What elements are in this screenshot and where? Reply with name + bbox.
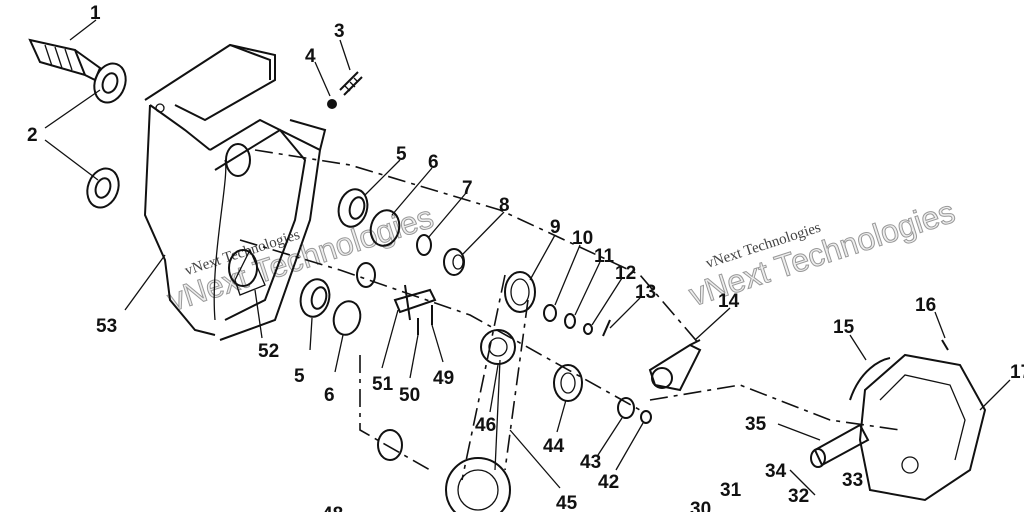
- callout-35: 35: [745, 414, 767, 435]
- washer-part-11: [564, 313, 576, 329]
- shaft-part-35: [810, 423, 870, 468]
- callout-31: 31: [720, 480, 742, 501]
- large-sprocket: [445, 457, 511, 512]
- callout-34: 34: [765, 461, 787, 482]
- ring-part-42: [640, 410, 652, 424]
- callout-44: 44: [543, 436, 565, 457]
- shaft-part-1: [28, 38, 102, 82]
- centerlines: [239, 149, 901, 471]
- oring-upper-part-6: [369, 209, 401, 247]
- callout-12: 12: [615, 263, 636, 284]
- callout-2: 2: [27, 125, 38, 146]
- washer-part-48: [377, 429, 403, 461]
- callout-33: 33: [842, 470, 863, 491]
- callout-5-lower: 5: [294, 366, 305, 387]
- gearcase-cover-part-17: [858, 353, 987, 502]
- callout-3: 3: [334, 21, 345, 42]
- washer-part-7: [416, 234, 432, 256]
- spacer-part-8: [443, 248, 465, 276]
- callout-6-upper: 6: [428, 152, 439, 173]
- gasket-part-15: [849, 357, 891, 401]
- chain-part-45: [461, 274, 529, 481]
- gearcase-housing: [143, 43, 327, 341]
- washer-part-52: [356, 262, 376, 288]
- callout-42: 42: [598, 472, 619, 493]
- callout-10: 10: [572, 228, 593, 249]
- callout-32: 32: [788, 486, 809, 507]
- callout-4: 4: [305, 46, 316, 67]
- callout-15: 15: [833, 317, 855, 338]
- callout-1: 1: [90, 3, 101, 24]
- bearing-upper-part-5: [337, 188, 369, 228]
- callout-30: 30: [690, 499, 711, 512]
- callout-48: 48: [322, 504, 343, 512]
- callout-16: 16: [915, 295, 936, 316]
- seal-part-2: [86, 62, 127, 209]
- callout-43: 43: [580, 452, 601, 473]
- callout-46: 46: [475, 415, 496, 436]
- oring-lower-part-6: [332, 300, 362, 336]
- callout-7: 7: [462, 178, 473, 199]
- washer-part-4: [327, 99, 337, 109]
- callout-9: 9: [550, 217, 561, 238]
- callout-5-upper: 5: [396, 144, 407, 165]
- callout-11: 11: [594, 246, 615, 267]
- callout-51: 51: [372, 374, 394, 395]
- callout-49: 49: [433, 368, 454, 389]
- gear-part-44: [553, 364, 583, 402]
- nut-part-12: [583, 323, 593, 335]
- callout-52: 52: [258, 341, 279, 362]
- callout-labels: 1 2 3 4 5 6 7 8 9 10 11 12 13 14 15 16 1…: [27, 3, 1024, 512]
- shift-fork-part-51: [393, 284, 437, 321]
- washer-part-43: [617, 397, 635, 419]
- pin-part-13: [602, 319, 611, 337]
- gear-part-9: [504, 271, 536, 313]
- callout-14: 14: [718, 291, 740, 312]
- leader-lines: [44, 19, 1011, 496]
- callout-50: 50: [399, 385, 420, 406]
- screw-part-3: [339, 71, 363, 96]
- washer-part-10: [543, 304, 557, 322]
- bearing-lower-part-5: [299, 278, 331, 318]
- callout-8: 8: [499, 195, 510, 216]
- callout-53: 53: [96, 316, 117, 337]
- screw-part-16: [941, 339, 949, 351]
- callout-13: 13: [635, 282, 656, 303]
- shift-arm-part-14: [648, 339, 702, 392]
- callout-17: 17: [1010, 362, 1024, 383]
- callout-6-lower: 6: [324, 385, 335, 406]
- gear-part-46: [480, 329, 516, 365]
- callout-45: 45: [556, 493, 578, 512]
